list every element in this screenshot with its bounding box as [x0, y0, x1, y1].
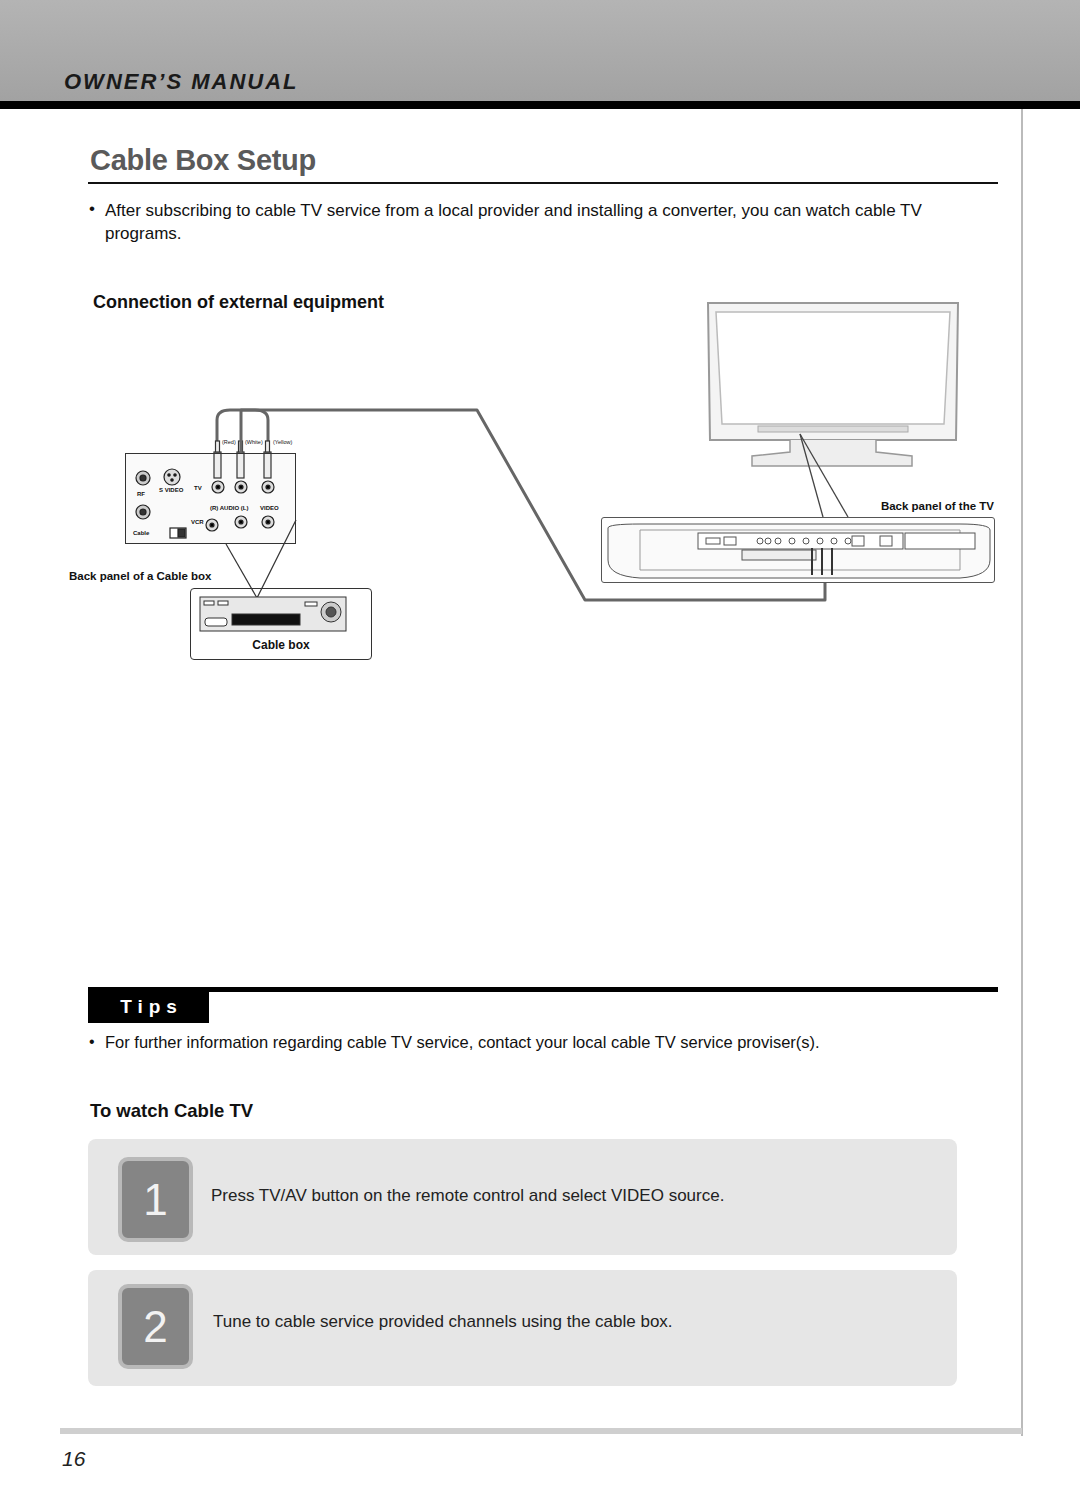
node-text: 2: [122, 1302, 189, 1352]
page-label: VCR: [191, 519, 204, 525]
leader-line: [226, 544, 257, 598]
node-text: Tips: [88, 996, 209, 1018]
page-label: (Yellow): [273, 439, 292, 445]
page-label: (Red): [222, 439, 236, 445]
page-label: RF: [137, 491, 145, 497]
title-rule: [88, 182, 998, 184]
tv-panel-drawing: [608, 524, 990, 578]
page-label: (R) AUDIO (L): [210, 505, 248, 511]
cablebox-panel-drawing: [125, 453, 296, 544]
page-title: Cable Box Setup: [90, 144, 316, 177]
back-panel: Back panel of the TV: [601, 517, 995, 583]
step-number-box: 2: [118, 1284, 193, 1369]
node-text: Back panel of the TV: [881, 500, 994, 512]
page-label: •: [89, 199, 95, 219]
node-text: Cable box: [191, 638, 371, 652]
page-label: To watch Cable TV: [90, 1100, 253, 1122]
page-label: Cable: [133, 530, 149, 536]
node-text: Back panel of a Cable box: [69, 570, 212, 582]
footer-rule: [60, 1428, 1022, 1434]
tv-illustration: [708, 303, 958, 517]
node-text: Tune to cable service provided channels …: [213, 1312, 673, 1332]
step-band: Press TV/AV button on the remote control…: [88, 1139, 957, 1255]
node-text: Press TV/AV button on the remote control…: [211, 1186, 724, 1206]
page-label: S VIDEO: [159, 487, 183, 493]
back-panel: Back panel of a Cable box: [125, 453, 296, 544]
step-number-box: 1: [118, 1157, 193, 1242]
page-label: 16: [62, 1447, 85, 1471]
page-label: TV: [194, 485, 202, 491]
page-label: OWNER’S MANUAL: [64, 69, 299, 95]
page-label: (White): [245, 439, 263, 445]
page-label: After subscribing to cable TV service fr…: [105, 199, 985, 245]
leader-line: [257, 520, 296, 598]
cable-connector: [241, 410, 825, 600]
header-rule: [0, 101, 1080, 109]
page-label: •: [89, 1033, 95, 1051]
tips-rule: [88, 987, 998, 992]
header-band: [0, 0, 1080, 101]
tips-tab: Tips: [88, 992, 209, 1023]
cablebox-illustration: [200, 597, 346, 631]
step-band: Tune to cable service provided channels …: [88, 1270, 957, 1386]
page-label: VIDEO: [260, 505, 279, 511]
page-label: Connection of external equipment: [93, 292, 384, 313]
side-rule: [1021, 109, 1023, 1436]
page-label: For further information regarding cable …: [105, 1033, 820, 1052]
device-box: Cable box: [190, 588, 372, 660]
node-text: 1: [122, 1175, 189, 1225]
